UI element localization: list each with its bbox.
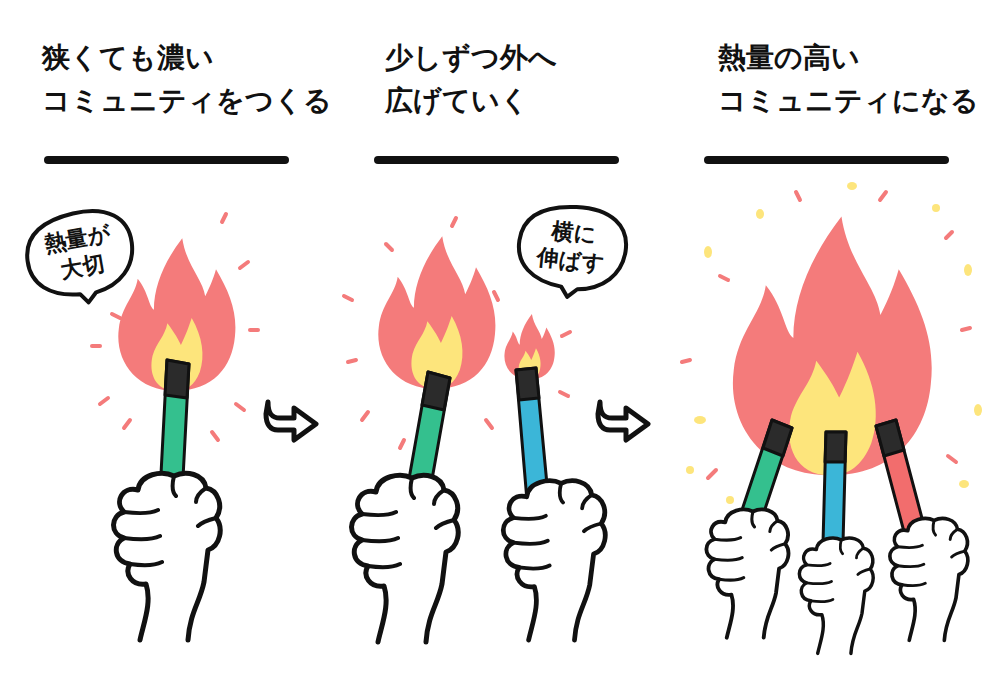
- speech-bubble: 熱量が 大切: [16, 200, 146, 314]
- panel-heading: 少しずつ外へ 広げていく: [385, 36, 557, 123]
- bubble-text: 横に 伸ばす: [536, 216, 609, 278]
- speech-bubble: 横に 伸ばす: [509, 197, 634, 304]
- panel-heading: 熱量の高い コミュニティになる: [718, 36, 979, 123]
- bubble-text: 熱量が 大切: [42, 220, 118, 286]
- panel-heading: 狭くても濃い コミュニティをつくる: [42, 36, 332, 123]
